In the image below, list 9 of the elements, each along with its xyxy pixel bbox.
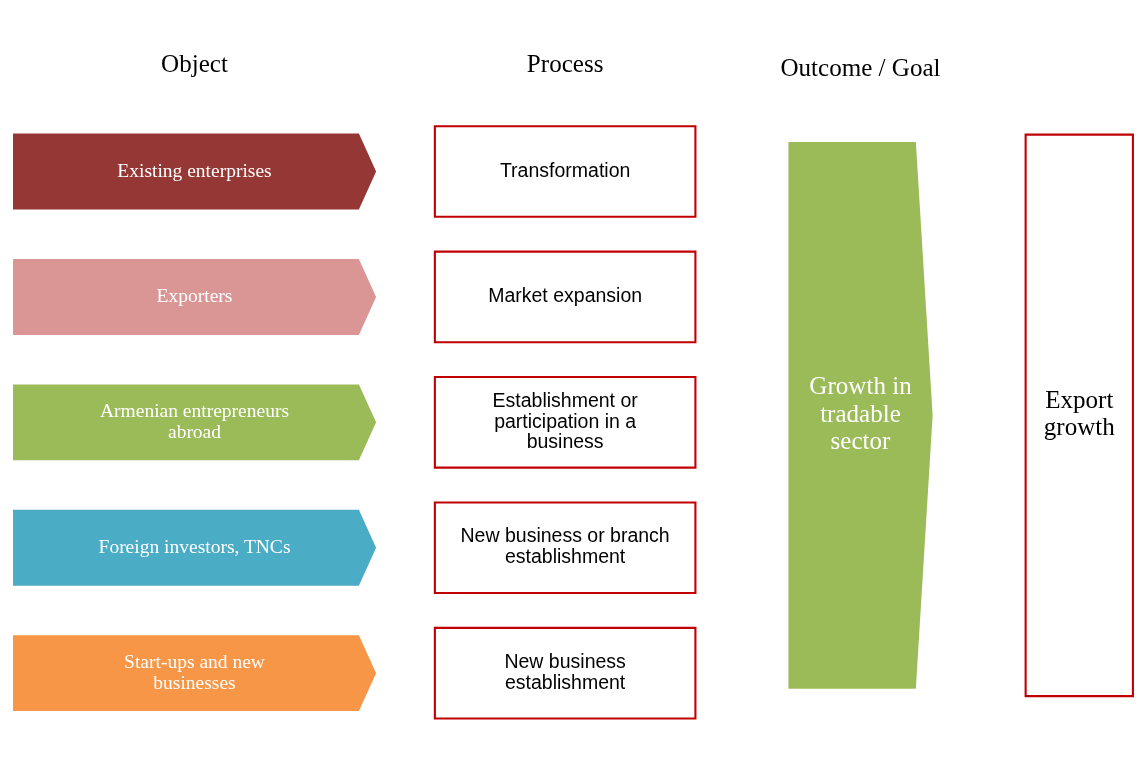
label: Object <box>161 49 228 77</box>
node-box: New business establishment <box>433 626 697 719</box>
node-box: Export growth <box>1024 133 1134 697</box>
node-box: Establishment or participation in a business <box>433 375 697 469</box>
node-box: New business or branch establishment <box>433 500 697 594</box>
node-box: Market expansion <box>433 250 697 343</box>
label: Process <box>526 49 604 77</box>
node-box: Transformation <box>433 124 697 218</box>
label: Outcome / Goal <box>780 53 941 81</box>
